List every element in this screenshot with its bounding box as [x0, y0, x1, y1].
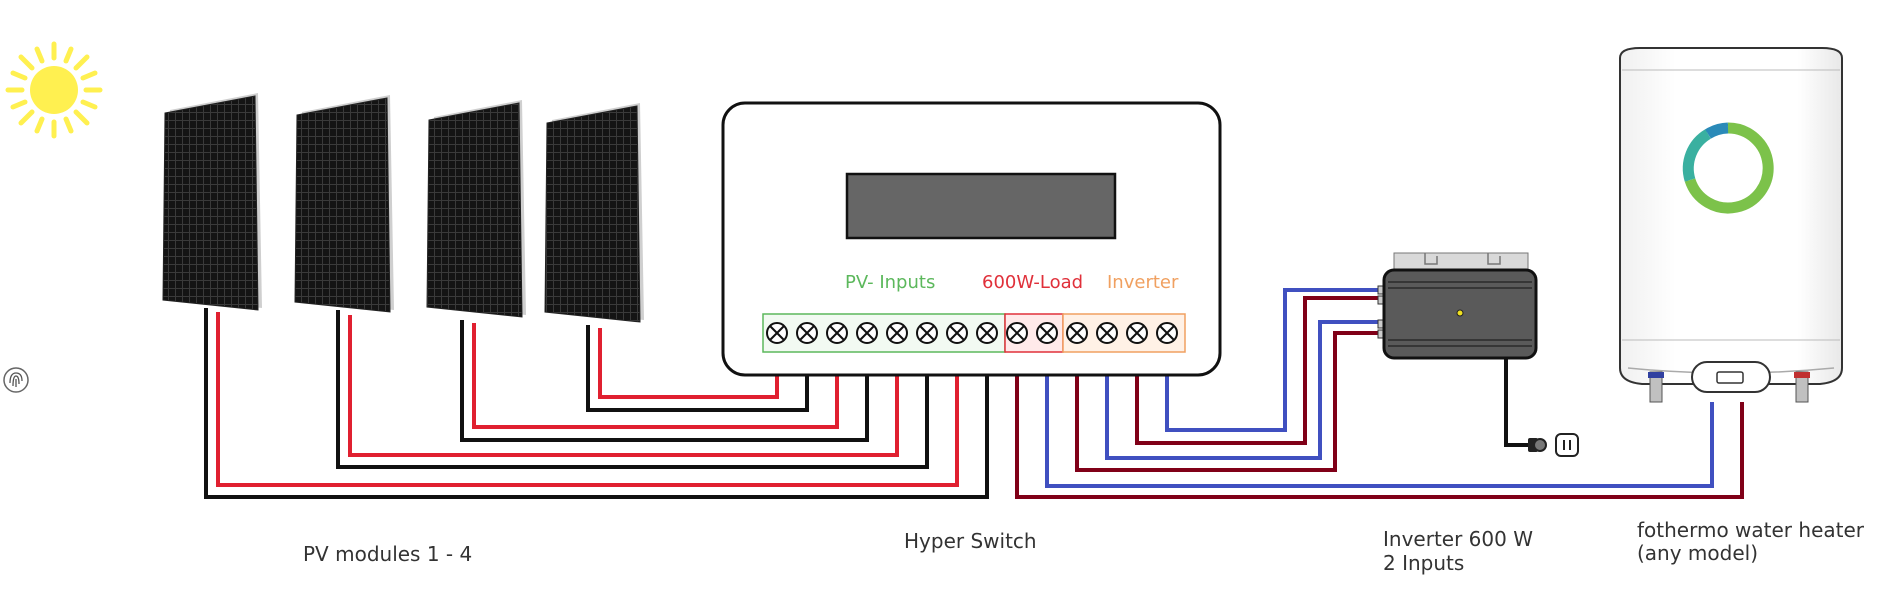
display-screen — [845, 172, 1117, 240]
terminal-screw — [826, 322, 848, 344]
socket-icon — [1555, 433, 1579, 457]
terminal-block — [762, 313, 1186, 353]
inverter-label: Inverter — [1107, 272, 1179, 293]
hyper-switch-label: Hyper Switch — [904, 529, 1037, 553]
terminal-screw — [1066, 322, 1088, 344]
terminal-screw — [1126, 322, 1148, 344]
pv-modules-label: PV modules 1 - 4 — [303, 542, 473, 566]
pv-module-2 — [294, 95, 394, 313]
pv-module-3 — [426, 100, 526, 318]
fingerprint-icon — [3, 367, 29, 393]
load-label: 600W-Load — [982, 272, 1084, 293]
inverter-label-line1: Inverter 600 W — [1383, 527, 1533, 551]
pv-wires — [204, 308, 989, 499]
output-wires — [1015, 288, 1744, 499]
ring-logo-icon — [1682, 122, 1774, 214]
inverter-device — [1377, 252, 1538, 360]
terminal-screw — [1156, 322, 1178, 344]
terminal-screw — [1006, 322, 1028, 344]
terminal-screw — [1096, 322, 1118, 344]
terminal-screw — [856, 322, 878, 344]
terminal-screw — [766, 322, 788, 344]
inverter-label-line2: 2 Inputs — [1383, 551, 1465, 575]
terminal-screw — [796, 322, 818, 344]
heater-label-line1: fothermo water heater — [1637, 518, 1864, 542]
plug-icon — [1528, 438, 1547, 452]
terminal-screw — [946, 322, 968, 344]
hyper-switch-box — [721, 101, 1222, 377]
pv-inputs-label: PV- Inputs — [845, 272, 936, 293]
terminal-screw — [1036, 322, 1058, 344]
heater-label-line2: (any model) — [1637, 541, 1759, 565]
terminal-screw — [886, 322, 908, 344]
water-heater — [1619, 47, 1843, 403]
pv-module-1 — [162, 93, 262, 311]
terminal-screw — [976, 322, 998, 344]
status-led — [1456, 309, 1464, 317]
terminal-screw — [916, 322, 938, 344]
sun-icon — [5, 41, 103, 139]
pv-module-4 — [544, 103, 644, 323]
